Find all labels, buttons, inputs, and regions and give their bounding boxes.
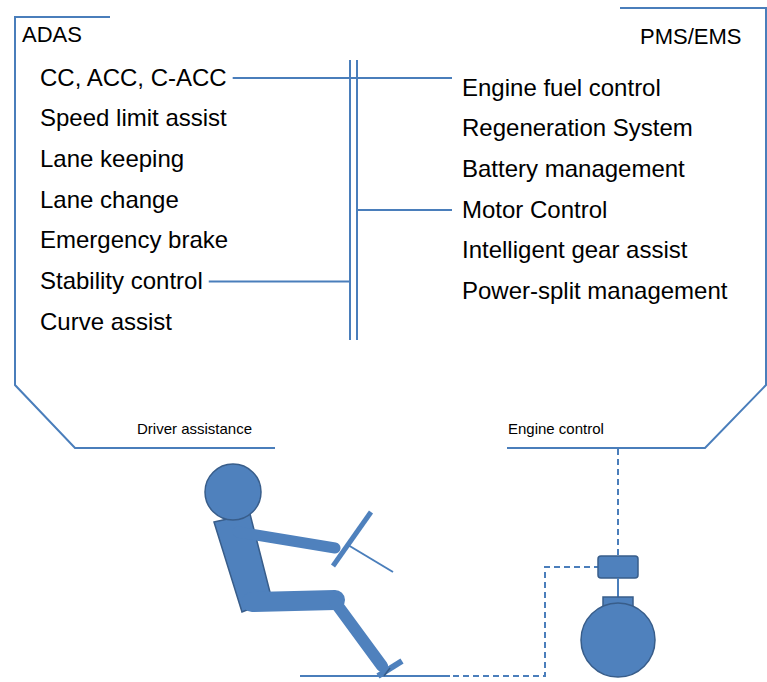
function-item: Regeneration System <box>462 114 693 143</box>
function-item: Lane change <box>40 186 179 215</box>
panel-caption: Driver assistance <box>137 420 252 438</box>
function-item: Power-split management <box>462 277 727 306</box>
function-item: Emergency brake <box>40 226 228 255</box>
pedal-hinge <box>384 668 390 676</box>
pedal <box>378 661 402 676</box>
bracket-panel: PMS/EMS Engine fuel controlRegeneration S… <box>440 8 767 448</box>
function-item: Engine fuel control <box>462 74 661 103</box>
control-signal-line <box>617 449 619 556</box>
function-item: Motor Control <box>462 196 607 225</box>
controller-link <box>617 578 619 597</box>
steering-wheel <box>333 512 371 566</box>
pedal-signal-line <box>403 567 598 676</box>
driver-figure <box>205 464 450 676</box>
function-item: Battery management <box>462 155 685 184</box>
bus-line <box>349 60 351 340</box>
bus-connector <box>335 77 440 79</box>
bracket-panel: ADAS CC, ACC, C-ACC Speed limit assistLane… <box>15 17 335 448</box>
panel-caption: Engine control <box>508 420 604 438</box>
bus-tie <box>440 77 452 79</box>
panel-border <box>15 17 275 448</box>
panel-heading: PMS/EMS <box>640 24 741 50</box>
engine-figure <box>403 449 655 677</box>
bus-tie <box>233 77 335 79</box>
controller-box <box>598 556 638 578</box>
function-item: Lane keeping <box>40 145 184 174</box>
driver-arm <box>238 532 335 548</box>
function-item: Stability control <box>40 267 203 296</box>
driver-head <box>205 464 261 520</box>
panel-heading: ADAS <box>22 22 82 48</box>
function-item: Curve assist <box>40 308 172 337</box>
bus-tie <box>209 280 350 282</box>
bus-line <box>356 60 358 340</box>
function-item: Speed limit assist <box>40 104 227 133</box>
function-item: CC, ACC, C-ACC <box>40 64 227 93</box>
driver-shin <box>335 602 382 666</box>
driver-thigh <box>252 600 335 602</box>
function-item: Intelligent gear assist <box>462 236 687 265</box>
engine-body <box>581 603 655 677</box>
bus-tie <box>357 209 452 211</box>
steering-column <box>348 545 393 572</box>
